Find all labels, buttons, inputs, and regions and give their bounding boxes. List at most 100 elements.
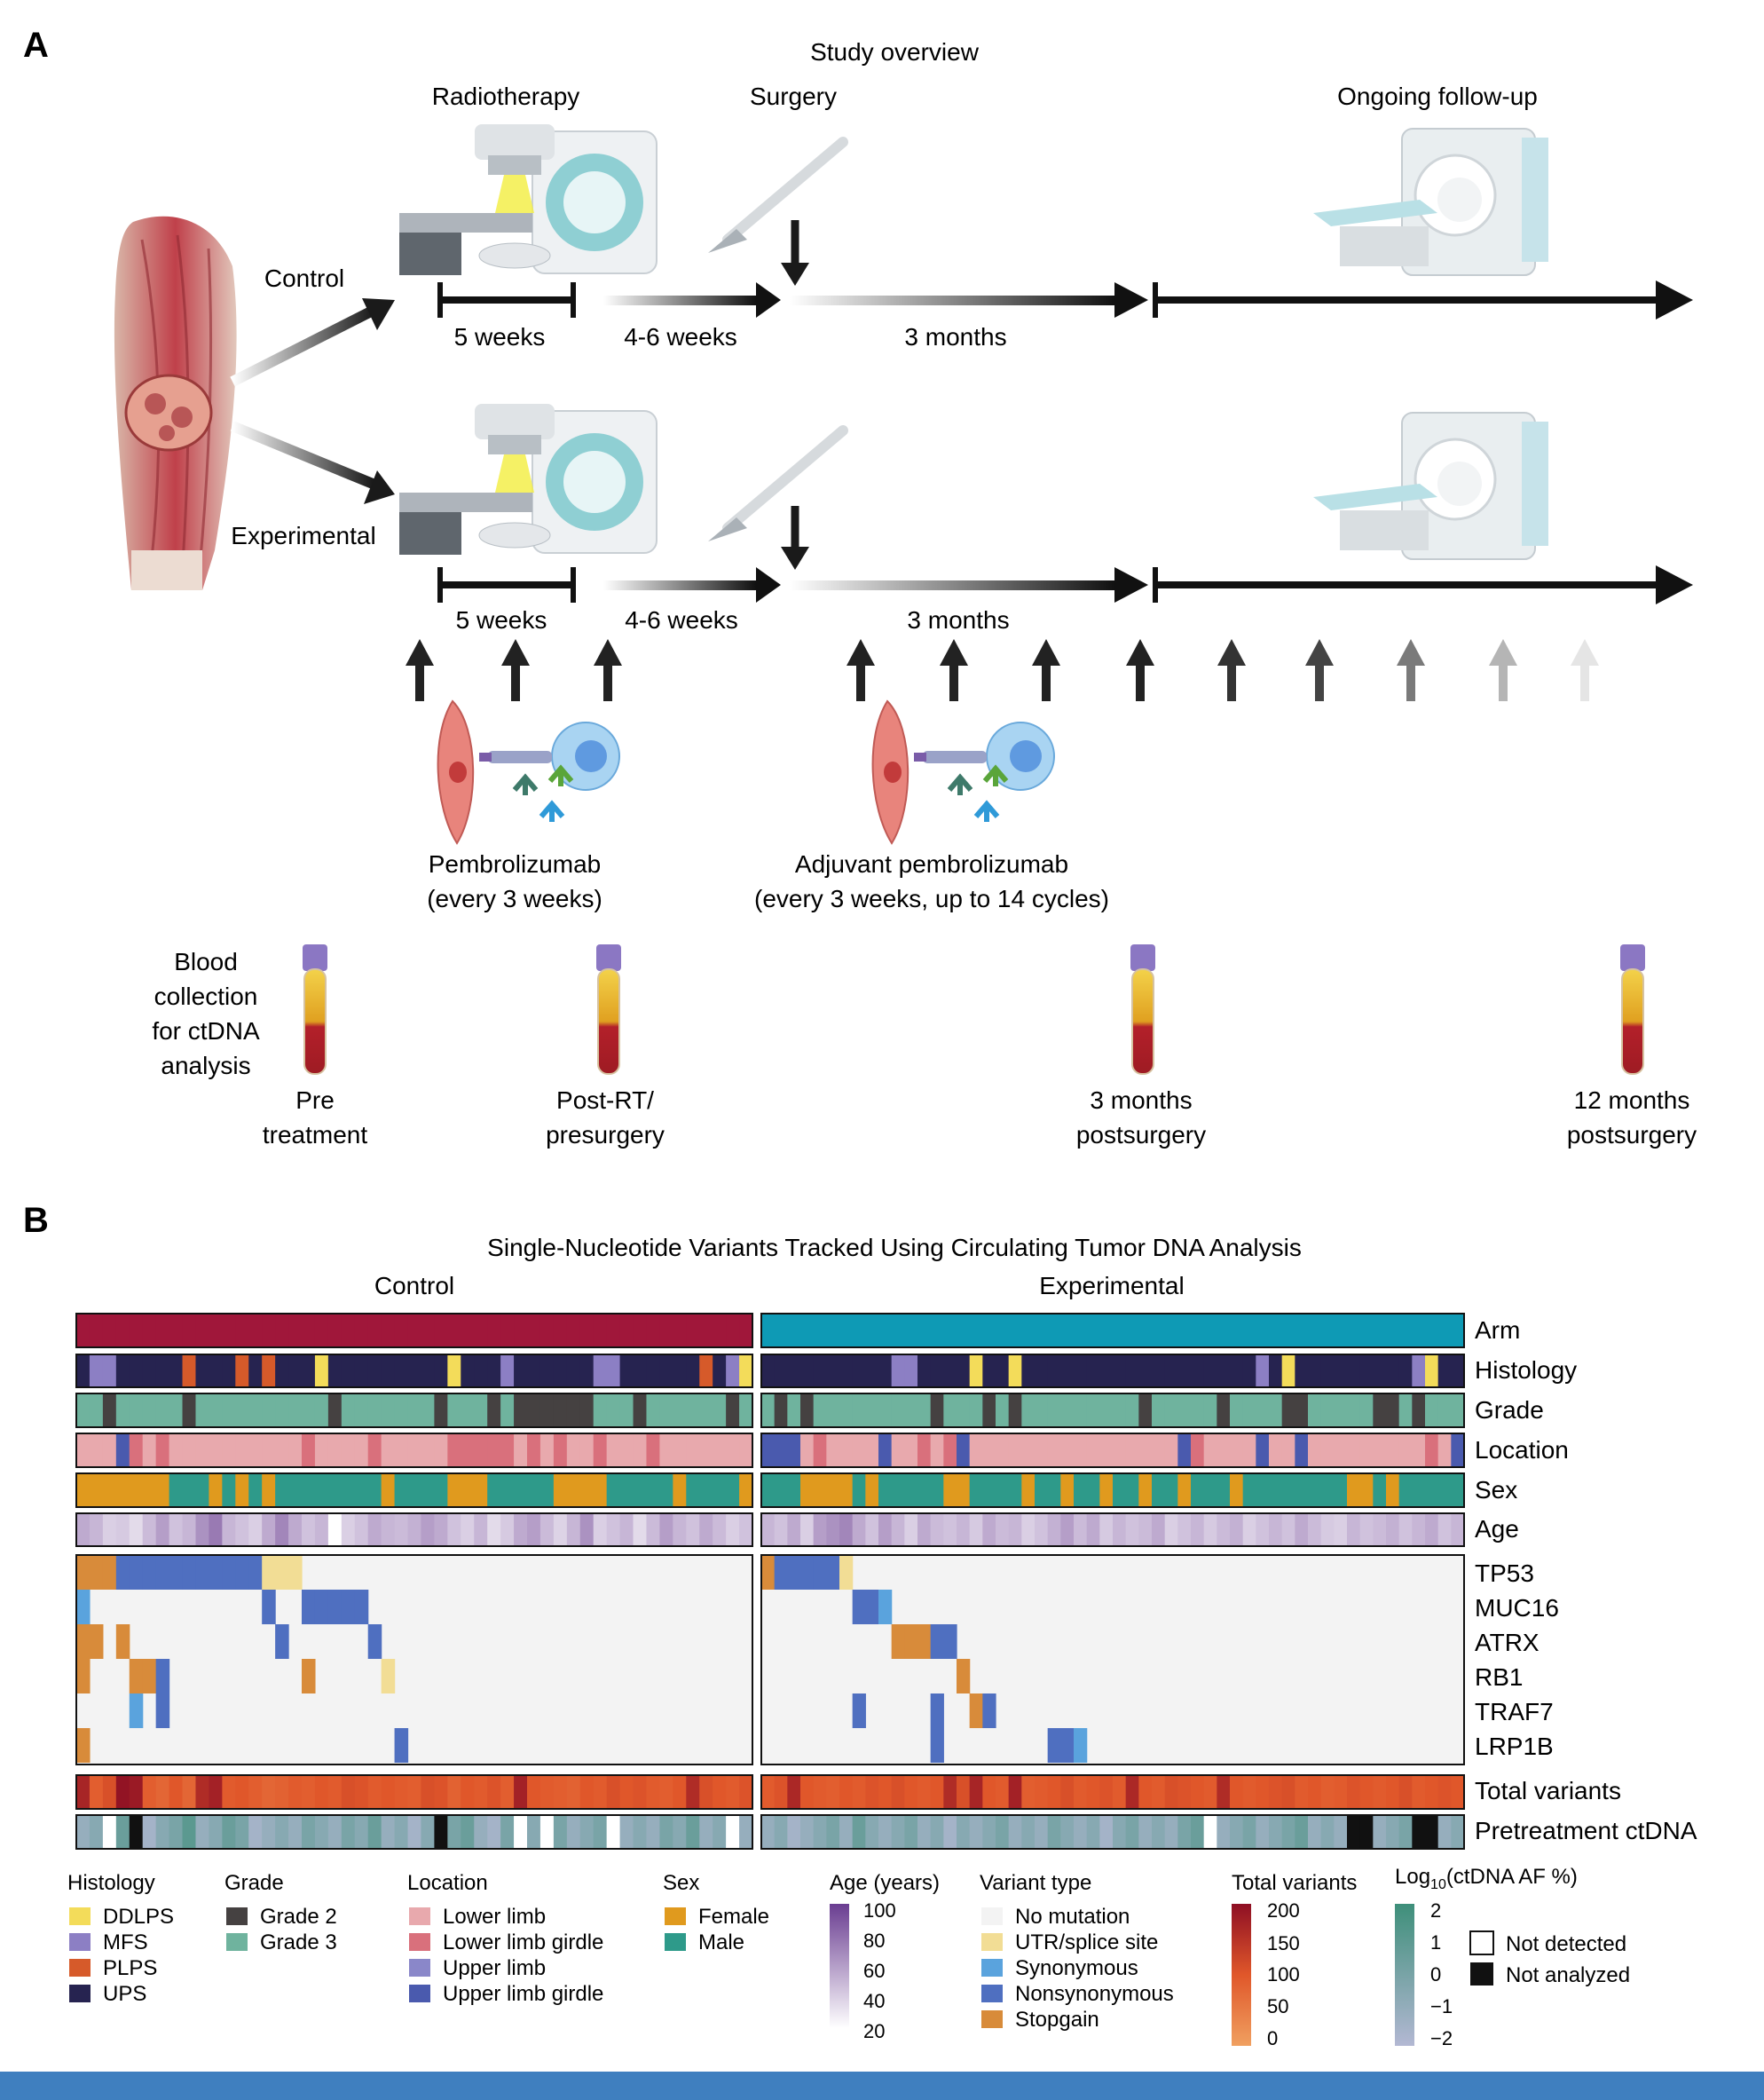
age-cell <box>539 1513 555 1546</box>
total-variants-cell <box>1320 1775 1335 1809</box>
age-cell <box>102 1513 117 1546</box>
age-cell <box>275 1513 289 1546</box>
age-cell <box>288 1513 303 1546</box>
gene-label-tp53: TP53 <box>1475 1559 1534 1587</box>
location-cell <box>275 1433 289 1467</box>
gene-label-rb1: RB1 <box>1475 1663 1523 1691</box>
ctdna-cell <box>1035 1815 1049 1849</box>
age-cell <box>1425 1513 1439 1546</box>
grade-cell <box>1125 1393 1139 1427</box>
grade-cell <box>354 1393 369 1427</box>
total-tick: 200 <box>1267 1899 1300 1922</box>
ctdna-tick: 0 <box>1430 1963 1441 1986</box>
radiotherapy-machine-icon <box>399 124 658 275</box>
histology-cell <box>1373 1354 1387 1387</box>
sex-cell <box>1320 1473 1335 1507</box>
mutation-cell <box>852 1693 866 1728</box>
dose-arrow <box>1032 639 1060 701</box>
location-cell <box>1269 1433 1283 1467</box>
sex-cell <box>852 1473 866 1507</box>
mutation-matrix-background <box>761 1555 1464 1764</box>
label-followup: Ongoing follow-up <box>1337 83 1538 110</box>
histology-cell <box>367 1354 382 1387</box>
legend-swatch <box>409 1933 430 1951</box>
row-frame <box>75 1814 753 1850</box>
grade-cell <box>1295 1393 1309 1427</box>
age-cell <box>1320 1513 1335 1546</box>
ctdna-cell <box>1008 1815 1022 1849</box>
location-cell <box>1177 1433 1192 1467</box>
ctdna-cell <box>155 1815 170 1849</box>
total-variants-cell <box>1412 1775 1426 1809</box>
label-control-arm: Control <box>264 264 344 292</box>
age-cell <box>787 1513 801 1546</box>
age-cell <box>1113 1513 1127 1546</box>
age-cell <box>129 1513 144 1546</box>
mutation-cell <box>904 1624 918 1659</box>
grade-cell <box>474 1393 488 1427</box>
legend-variant-none: No mutation <box>1015 1905 1130 1929</box>
sex-cell <box>129 1473 144 1507</box>
blood-tube-icon <box>1130 944 1155 1075</box>
ctdna-cell <box>943 1815 957 1849</box>
row-frame <box>760 1354 1465 1388</box>
arm-cell <box>1113 1314 1127 1347</box>
histology-cell <box>169 1354 184 1387</box>
grade-cell <box>787 1393 801 1427</box>
histology-cell <box>407 1354 422 1387</box>
location-cell <box>969 1433 983 1467</box>
sex-cell <box>89 1473 104 1507</box>
location-cell <box>1138 1433 1153 1467</box>
ctdna-cell <box>1191 1815 1205 1849</box>
histology-cell <box>917 1354 932 1387</box>
ctdna-cell <box>539 1815 555 1849</box>
timeline-control <box>437 280 1693 320</box>
sex-cell <box>957 1473 971 1507</box>
ctdna-cell <box>1373 1815 1387 1849</box>
grade-cell <box>739 1393 753 1427</box>
sex-cell <box>917 1473 932 1507</box>
total-variants-cell <box>1217 1775 1231 1809</box>
ctdna-cell <box>996 1815 1010 1849</box>
location-cell <box>447 1433 461 1467</box>
histology-cell <box>1347 1354 1361 1387</box>
histology-cell <box>673 1354 687 1387</box>
ctdna-cell <box>1347 1815 1361 1849</box>
location-cell <box>1308 1433 1322 1467</box>
total-variants-cell <box>1334 1775 1348 1809</box>
row-frame <box>75 1472 753 1508</box>
age-cell <box>878 1513 893 1546</box>
adjuvant-label-2: (every 3 weeks, up to 14 cycles) <box>754 885 1109 912</box>
grade-cell <box>447 1393 461 1427</box>
total-variants-cell <box>155 1775 170 1809</box>
total-tick: 100 <box>1267 1963 1300 1986</box>
location-cell <box>930 1433 944 1467</box>
row-label-location: Location <box>1475 1436 1569 1464</box>
arm-cell <box>302 1314 316 1347</box>
ctdna-cell <box>673 1815 687 1849</box>
grade-cell <box>500 1393 515 1427</box>
histology-cell <box>1320 1354 1335 1387</box>
arm-cell <box>1425 1314 1439 1347</box>
oncoprint-frames <box>75 1313 1465 1850</box>
grade-cell <box>713 1393 727 1427</box>
age-cell <box>474 1513 488 1546</box>
sex-cell <box>579 1473 595 1507</box>
grade-cell <box>917 1393 932 1427</box>
ctdna-cell <box>461 1815 475 1849</box>
sex-cell <box>500 1473 515 1507</box>
age-cell <box>673 1513 687 1546</box>
sex-cell <box>327 1473 343 1507</box>
ctdna-cell <box>76 1815 91 1849</box>
total-variants-cell <box>367 1775 382 1809</box>
sex-cell <box>115 1473 130 1507</box>
age-cell <box>1295 1513 1309 1546</box>
grade-cell <box>1398 1393 1413 1427</box>
total-variants-cell <box>514 1775 528 1809</box>
histology-cell <box>1125 1354 1139 1387</box>
location-cell <box>957 1433 971 1467</box>
histology-cell <box>852 1354 866 1387</box>
duration-post-experimental: 3 months <box>907 606 1009 634</box>
age-cell <box>1203 1513 1217 1546</box>
age-cell <box>1035 1513 1049 1546</box>
